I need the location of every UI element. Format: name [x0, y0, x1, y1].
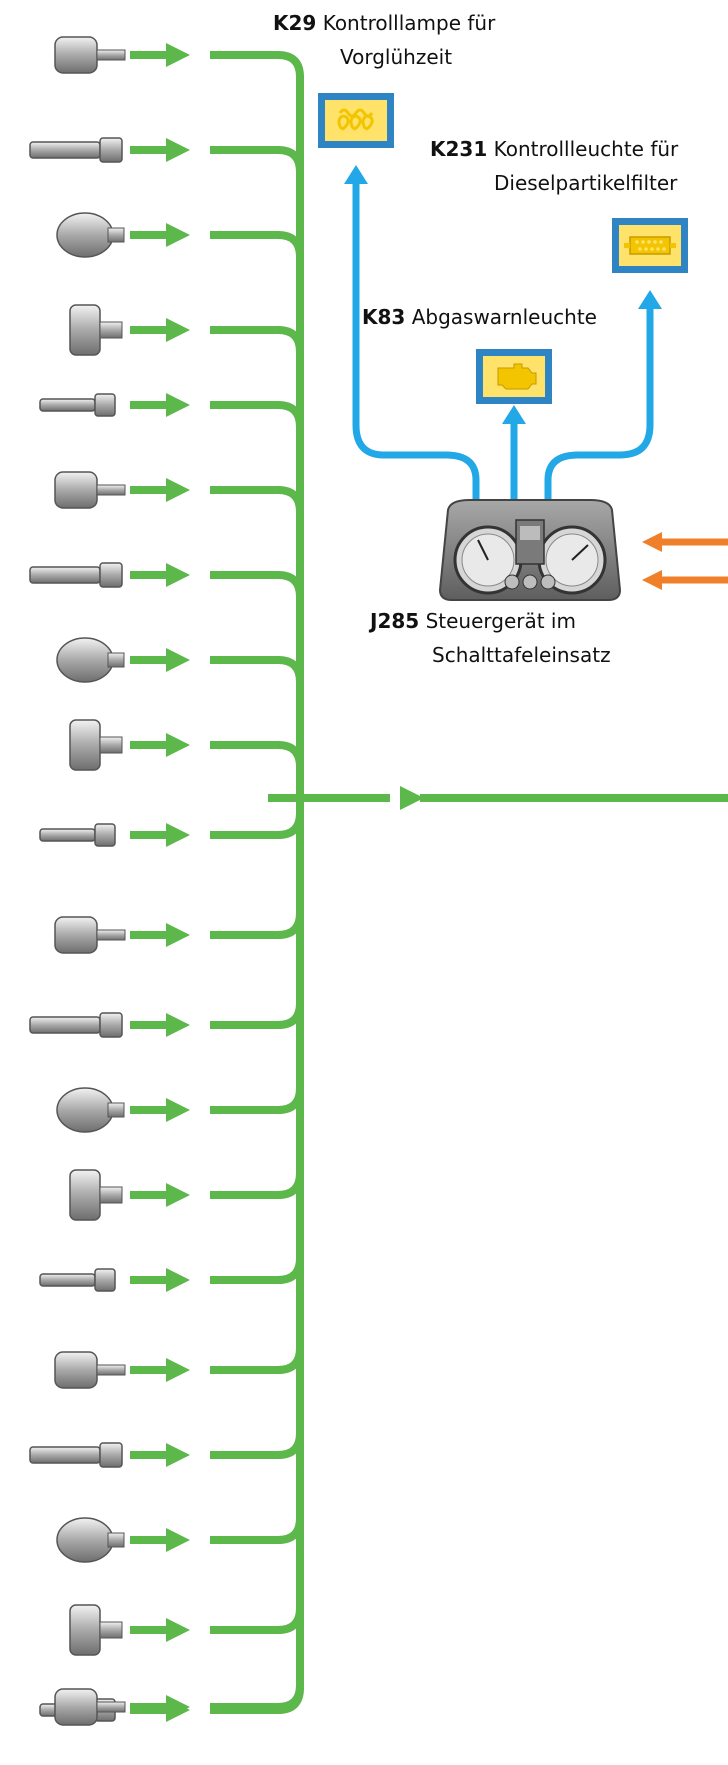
j285-name-2: Schalttafeleinsatz	[432, 643, 611, 667]
clutch-sensor-icon	[29, 1442, 123, 1468]
k83-label: K83 Abgaswarnleuchte	[362, 300, 597, 334]
exhaust-temp-sensor-icon	[56, 1087, 125, 1133]
input-arrow	[130, 1618, 190, 1642]
sensor-list	[29, 36, 126, 1726]
input-arrow	[130, 138, 190, 162]
input-signal-arrows	[130, 43, 190, 1722]
speed-sender-icon	[56, 637, 125, 683]
glow-plug-icon	[337, 108, 374, 131]
external-input-arrows	[642, 532, 728, 590]
air-mass-meter-icon	[69, 304, 123, 356]
k29-label: K29 Kontrolllampe für	[273, 6, 495, 40]
glow-plug-sensor-icon	[54, 916, 126, 954]
input-arrow	[130, 648, 190, 672]
pressure-sender-icon	[29, 562, 123, 588]
input-arrow	[130, 1358, 190, 1382]
accelerator-pedal-icon	[56, 212, 125, 258]
switch-sensor-icon	[54, 1351, 126, 1389]
cylindrical-sender-icon	[69, 719, 123, 771]
particle-filter-icon	[624, 236, 676, 255]
valve-actuator-icon	[69, 1604, 123, 1656]
output-signal-lines	[352, 180, 654, 505]
input-arrow	[130, 1013, 190, 1037]
k29-code: K29	[273, 11, 317, 35]
probe-sensor-icon	[29, 137, 123, 163]
k231-name: Kontrollleuchte für	[493, 137, 679, 161]
pressure-sender-icon	[29, 1012, 123, 1038]
input-arrow	[130, 563, 190, 587]
input-arrow	[130, 1183, 190, 1207]
pressure-sender-icon	[54, 1688, 126, 1726]
k29-name-2: Vorglühzeit	[340, 45, 453, 69]
k29-label-line2: Vorglühzeit	[340, 40, 452, 74]
solenoid-valve-icon	[56, 1517, 125, 1563]
k83-warning-lamp	[476, 349, 552, 404]
j285-label: J285 Steuergerät im	[370, 604, 576, 638]
input-arrow	[130, 318, 190, 342]
j285-code: J285	[370, 609, 420, 633]
engine-check-icon	[497, 363, 537, 390]
j285-label-line2: Schalttafeleinsatz	[432, 638, 611, 672]
input-arrow	[130, 1098, 190, 1122]
temperature-sender-icon	[54, 471, 126, 509]
k83-code: K83	[362, 305, 406, 329]
input-arrow	[130, 1695, 190, 1719]
pedal-lever-sensor-icon	[54, 36, 126, 74]
input-arrow	[130, 393, 190, 417]
throttle-unit-icon	[39, 823, 116, 847]
k231-label: K231 Kontrollleuchte für	[430, 132, 678, 166]
input-arrow	[130, 1528, 190, 1552]
k83-name: Abgaswarnleuchte	[411, 305, 597, 329]
instrument-cluster	[438, 499, 622, 601]
input-arrow	[130, 223, 190, 247]
bus-output-arrow	[268, 786, 728, 810]
temperature-sender-icon	[39, 393, 116, 417]
output-arrowheads	[344, 165, 662, 424]
exhaust-temp-sensor-icon	[39, 1268, 116, 1292]
k231-code: K231	[430, 137, 488, 161]
j285-name: Steuergerät im	[425, 609, 576, 633]
k231-warning-lamp	[612, 218, 688, 273]
input-arrow	[130, 478, 190, 502]
input-arrow	[130, 43, 190, 67]
k231-label-line2: Dieselpartikelfilter	[494, 166, 677, 200]
input-arrow	[130, 923, 190, 947]
k29-name: Kontrolllampe für	[322, 11, 496, 35]
k231-name-2: Dieselpartikelfilter	[494, 171, 678, 195]
k29-warning-lamp	[318, 93, 394, 148]
input-arrow	[130, 733, 190, 757]
input-arrow	[130, 1443, 190, 1467]
input-arrow	[130, 1268, 190, 1292]
exhaust-temp-sensor-icon	[69, 1169, 123, 1221]
input-signal-bus	[210, 51, 304, 1714]
input-arrow	[130, 823, 190, 847]
